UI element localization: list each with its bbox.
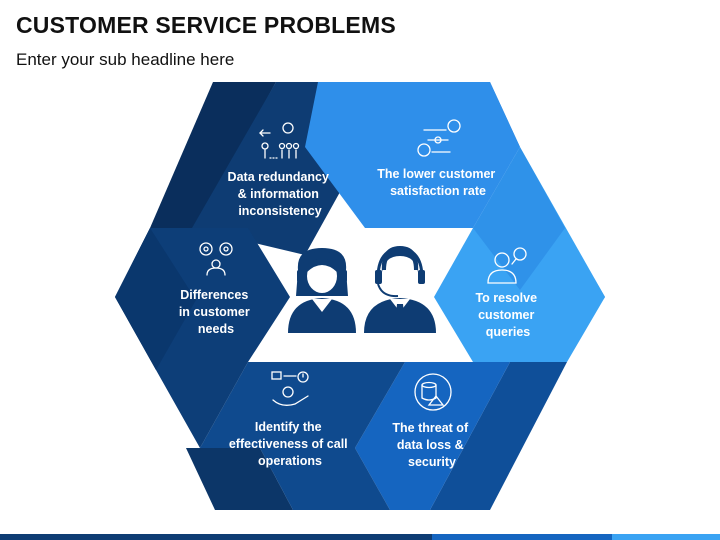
database-warning-icon — [414, 373, 452, 411]
segment-right-line-1: To resolve — [475, 291, 537, 305]
process-hand-icon — [271, 371, 309, 406]
segment-bottom-right — [355, 362, 567, 510]
segment-top-right-line-1: The lower customer — [377, 167, 495, 181]
svg-text:The threat of data loss &: The threat of data loss & security — [392, 421, 471, 469]
page-subtitle: Enter your sub headline here — [16, 50, 235, 69]
segment-bottom-left-line-3: operations — [258, 454, 322, 468]
male-agent-icon — [364, 246, 436, 333]
segment-left-line-3: needs — [198, 322, 234, 336]
female-agent-icon — [288, 248, 356, 333]
segment-top-left-line-3: inconsistency — [238, 204, 321, 218]
segment-bottom-right-line-2: data loss & — [397, 438, 464, 452]
satisfaction-rating-icon — [417, 119, 461, 157]
segment-top-left-line-2: & information — [238, 187, 319, 201]
segment-top-right — [305, 82, 520, 228]
svg-text:The lower customer satisfa: The lower customer satisfaction rate — [377, 167, 499, 198]
customer-support-agents-icon — [288, 246, 436, 333]
segment-top-right-line-2: satisfaction rate — [390, 184, 486, 198]
segment-right-line-2: customer — [478, 308, 534, 322]
segment-bottom-left-line-2: effectiveness of call — [229, 437, 348, 451]
segment-right-line-3: queries — [486, 325, 531, 339]
svg-text:Data redundancy & informat: Data redundancy & information inconsiste… — [228, 170, 333, 218]
svg-text:To resolve customer qu: To resolve customer queries — [475, 291, 540, 339]
segment-top-left-line-1: Data redundancy — [228, 170, 329, 184]
segment-bottom-left-line-1: Identify the — [255, 420, 322, 434]
page-title: CUSTOMER SERVICE PROBLEMS — [16, 12, 396, 38]
segment-bottom-left — [200, 362, 405, 510]
people-workflow-icon — [259, 122, 300, 159]
bottom-bar-light — [612, 534, 720, 540]
fold-bottom-right — [430, 362, 567, 510]
segment-right — [434, 147, 605, 362]
bottom-bar-mid — [432, 534, 612, 540]
fold-bottom-left — [186, 448, 293, 510]
svg-text:Differences in customer: Differences in customer needs — [179, 288, 253, 336]
segment-left-line-1: Differences — [180, 288, 248, 302]
svg-text:Identify the effectiveness: Identify the effectiveness of call opera… — [229, 420, 351, 468]
segment-bottom-right-line-3: security — [408, 455, 456, 469]
customer-search-icon — [487, 247, 527, 284]
fold-top-left — [150, 82, 276, 228]
segment-left-line-2: in customer — [179, 305, 250, 319]
segment-bottom-right-line-1: The threat of — [392, 421, 469, 435]
segment-left-shade — [115, 228, 196, 370]
bottom-bar-dark — [0, 534, 432, 540]
segment-right-shade — [473, 147, 565, 290]
bottom-accent-bar — [0, 534, 720, 540]
customer-gears-icon — [199, 242, 233, 276]
